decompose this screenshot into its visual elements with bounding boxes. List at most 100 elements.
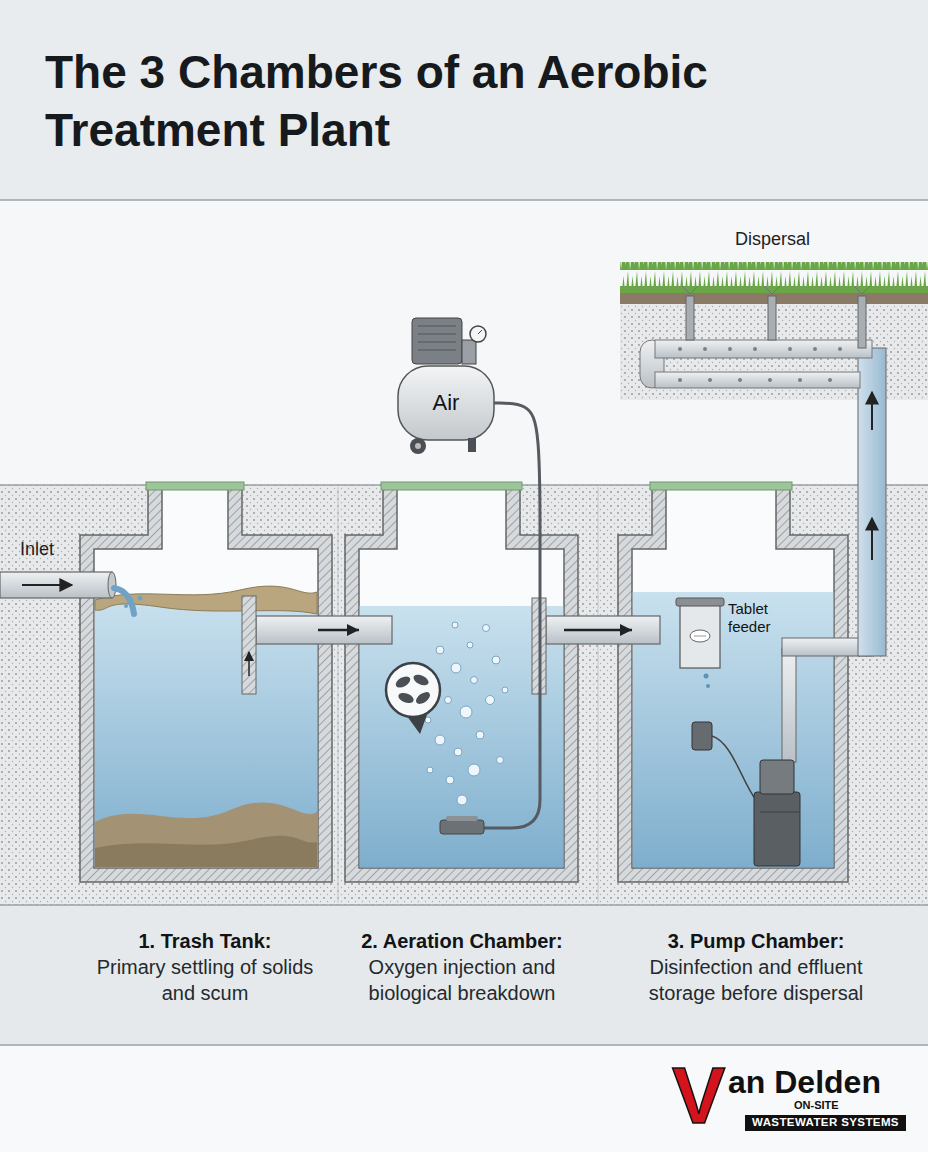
title-band: [0, 0, 928, 200]
chamber-heading: 1. Trash Tank:: [95, 928, 315, 954]
air-bubbles: [460, 706, 472, 718]
transfer-pipe: [546, 616, 660, 644]
tablet-feeder: [690, 630, 710, 642]
chamber-description: Oxygen injection and biological breakdow…: [342, 954, 582, 1006]
dispersal-field: [620, 286, 928, 293]
caption-band: [0, 905, 928, 1152]
effluent-pump: [712, 736, 756, 800]
trash-tank: [94, 487, 318, 868]
dispersal-lateral: [678, 347, 682, 351]
pump-tank: [618, 482, 848, 882]
air-compressor: Air: [398, 366, 494, 440]
caption-band: [0, 1044, 928, 1046]
aeration-tank: [359, 487, 564, 868]
bacteria-callout: [394, 674, 412, 690]
trash-tank: [80, 487, 332, 882]
bacteria-callout: [386, 663, 440, 734]
chamber-description: Primary settling of solids and scum: [95, 954, 315, 1006]
dispersal-lateral: [678, 347, 842, 382]
air-diffuser: [446, 816, 478, 821]
pump-tank: [633, 592, 834, 867]
trash-tank: [95, 586, 317, 614]
air-compressor: [468, 438, 476, 452]
air-bubbles: [445, 697, 452, 704]
dispersal-lateral: [838, 347, 842, 351]
air-diffuser: [440, 820, 484, 834]
air-bubbles: [451, 663, 461, 673]
transfer-pipe: [256, 616, 392, 644]
air-bubbles: [457, 795, 467, 805]
air-compressor: [418, 342, 456, 343]
side-label: Tablet feeder: [728, 600, 780, 636]
trash-tank: [95, 802, 317, 867]
inlet-pipe: [108, 572, 116, 598]
inlet-pipe: [114, 588, 134, 614]
soil: [598, 487, 599, 903]
pump-tank: [632, 487, 834, 868]
dispersal-lateral: [728, 347, 732, 351]
effluent-pump: [692, 722, 712, 750]
tablet-feeder: [676, 598, 724, 606]
tablet-feeder: [704, 674, 709, 679]
inlet-pipe: [138, 596, 143, 601]
air-bubbles: [486, 696, 495, 705]
bacteria-callout: [414, 690, 432, 707]
dispersal-lateral: [858, 296, 866, 348]
air-bubbles: [492, 656, 500, 664]
tablet-feeder: [676, 598, 724, 688]
compressor-label: Air: [433, 390, 460, 416]
dispersal-lateral: [768, 378, 772, 382]
logo-mark: V: [672, 1056, 725, 1136]
air-bubbles: [483, 625, 490, 632]
discharge-pipe: [871, 392, 873, 430]
inlet-pipe: [0, 572, 112, 598]
logo-name: an Delden: [728, 1066, 881, 1098]
air-bubbles: [502, 687, 508, 693]
effluent-pump: [692, 648, 800, 866]
diagram-title: The 3 Chambers of an Aerobic Treatment P…: [45, 44, 805, 159]
dispersal-lateral: [690, 286, 698, 294]
discharge-pipe: [871, 518, 873, 560]
dispersal-lateral: [828, 378, 832, 382]
dispersal-lateral: [708, 378, 712, 382]
air-bubbles: [446, 776, 454, 784]
chamber-heading: 2. Aeration Chamber:: [342, 928, 582, 954]
air-hose: [494, 403, 540, 549]
aeration-tank: [381, 482, 522, 490]
baffle: [248, 652, 250, 676]
air-compressor: [410, 438, 426, 454]
caption-band: [0, 1046, 928, 1152]
dispersal-lateral: [678, 378, 682, 382]
air-compressor: [398, 318, 494, 454]
logo-bar: WASTEWATER SYSTEMS: [745, 1115, 906, 1131]
bacteria-callout: [412, 673, 430, 688]
dispersal-lateral: [798, 378, 802, 382]
treatment-chamber: 1. Trash Tank:Primary settling of solids…: [94, 549, 318, 868]
aeration-tank: [345, 487, 578, 882]
air-compressor: [478, 330, 482, 334]
air-compressor: [418, 350, 456, 351]
baffle: [242, 596, 256, 694]
soil: [0, 485, 928, 905]
dispersal-field: [620, 262, 928, 292]
air-compressor: [412, 318, 462, 364]
soil: [338, 487, 339, 903]
effluent-pump: [760, 812, 800, 813]
dispersal-lateral: [862, 286, 870, 294]
tablet-feeder: Tablet feeder: [676, 598, 724, 668]
air-bubbles: [471, 677, 478, 684]
inlet-pipe: [0, 572, 143, 614]
dispersal-lateral: [703, 347, 707, 351]
air-bubbles: [454, 748, 462, 756]
sky-ground: [0, 201, 928, 905]
inlet-pipe: [22, 584, 72, 586]
caption-band: [0, 905, 928, 1045]
air-compressor: [398, 366, 494, 440]
air-bubbles: [427, 767, 433, 773]
air-compressor: [415, 443, 421, 449]
discharge-pipe: [782, 348, 886, 656]
title-band: [0, 0, 928, 200]
dispersal-lateral: [682, 286, 690, 294]
